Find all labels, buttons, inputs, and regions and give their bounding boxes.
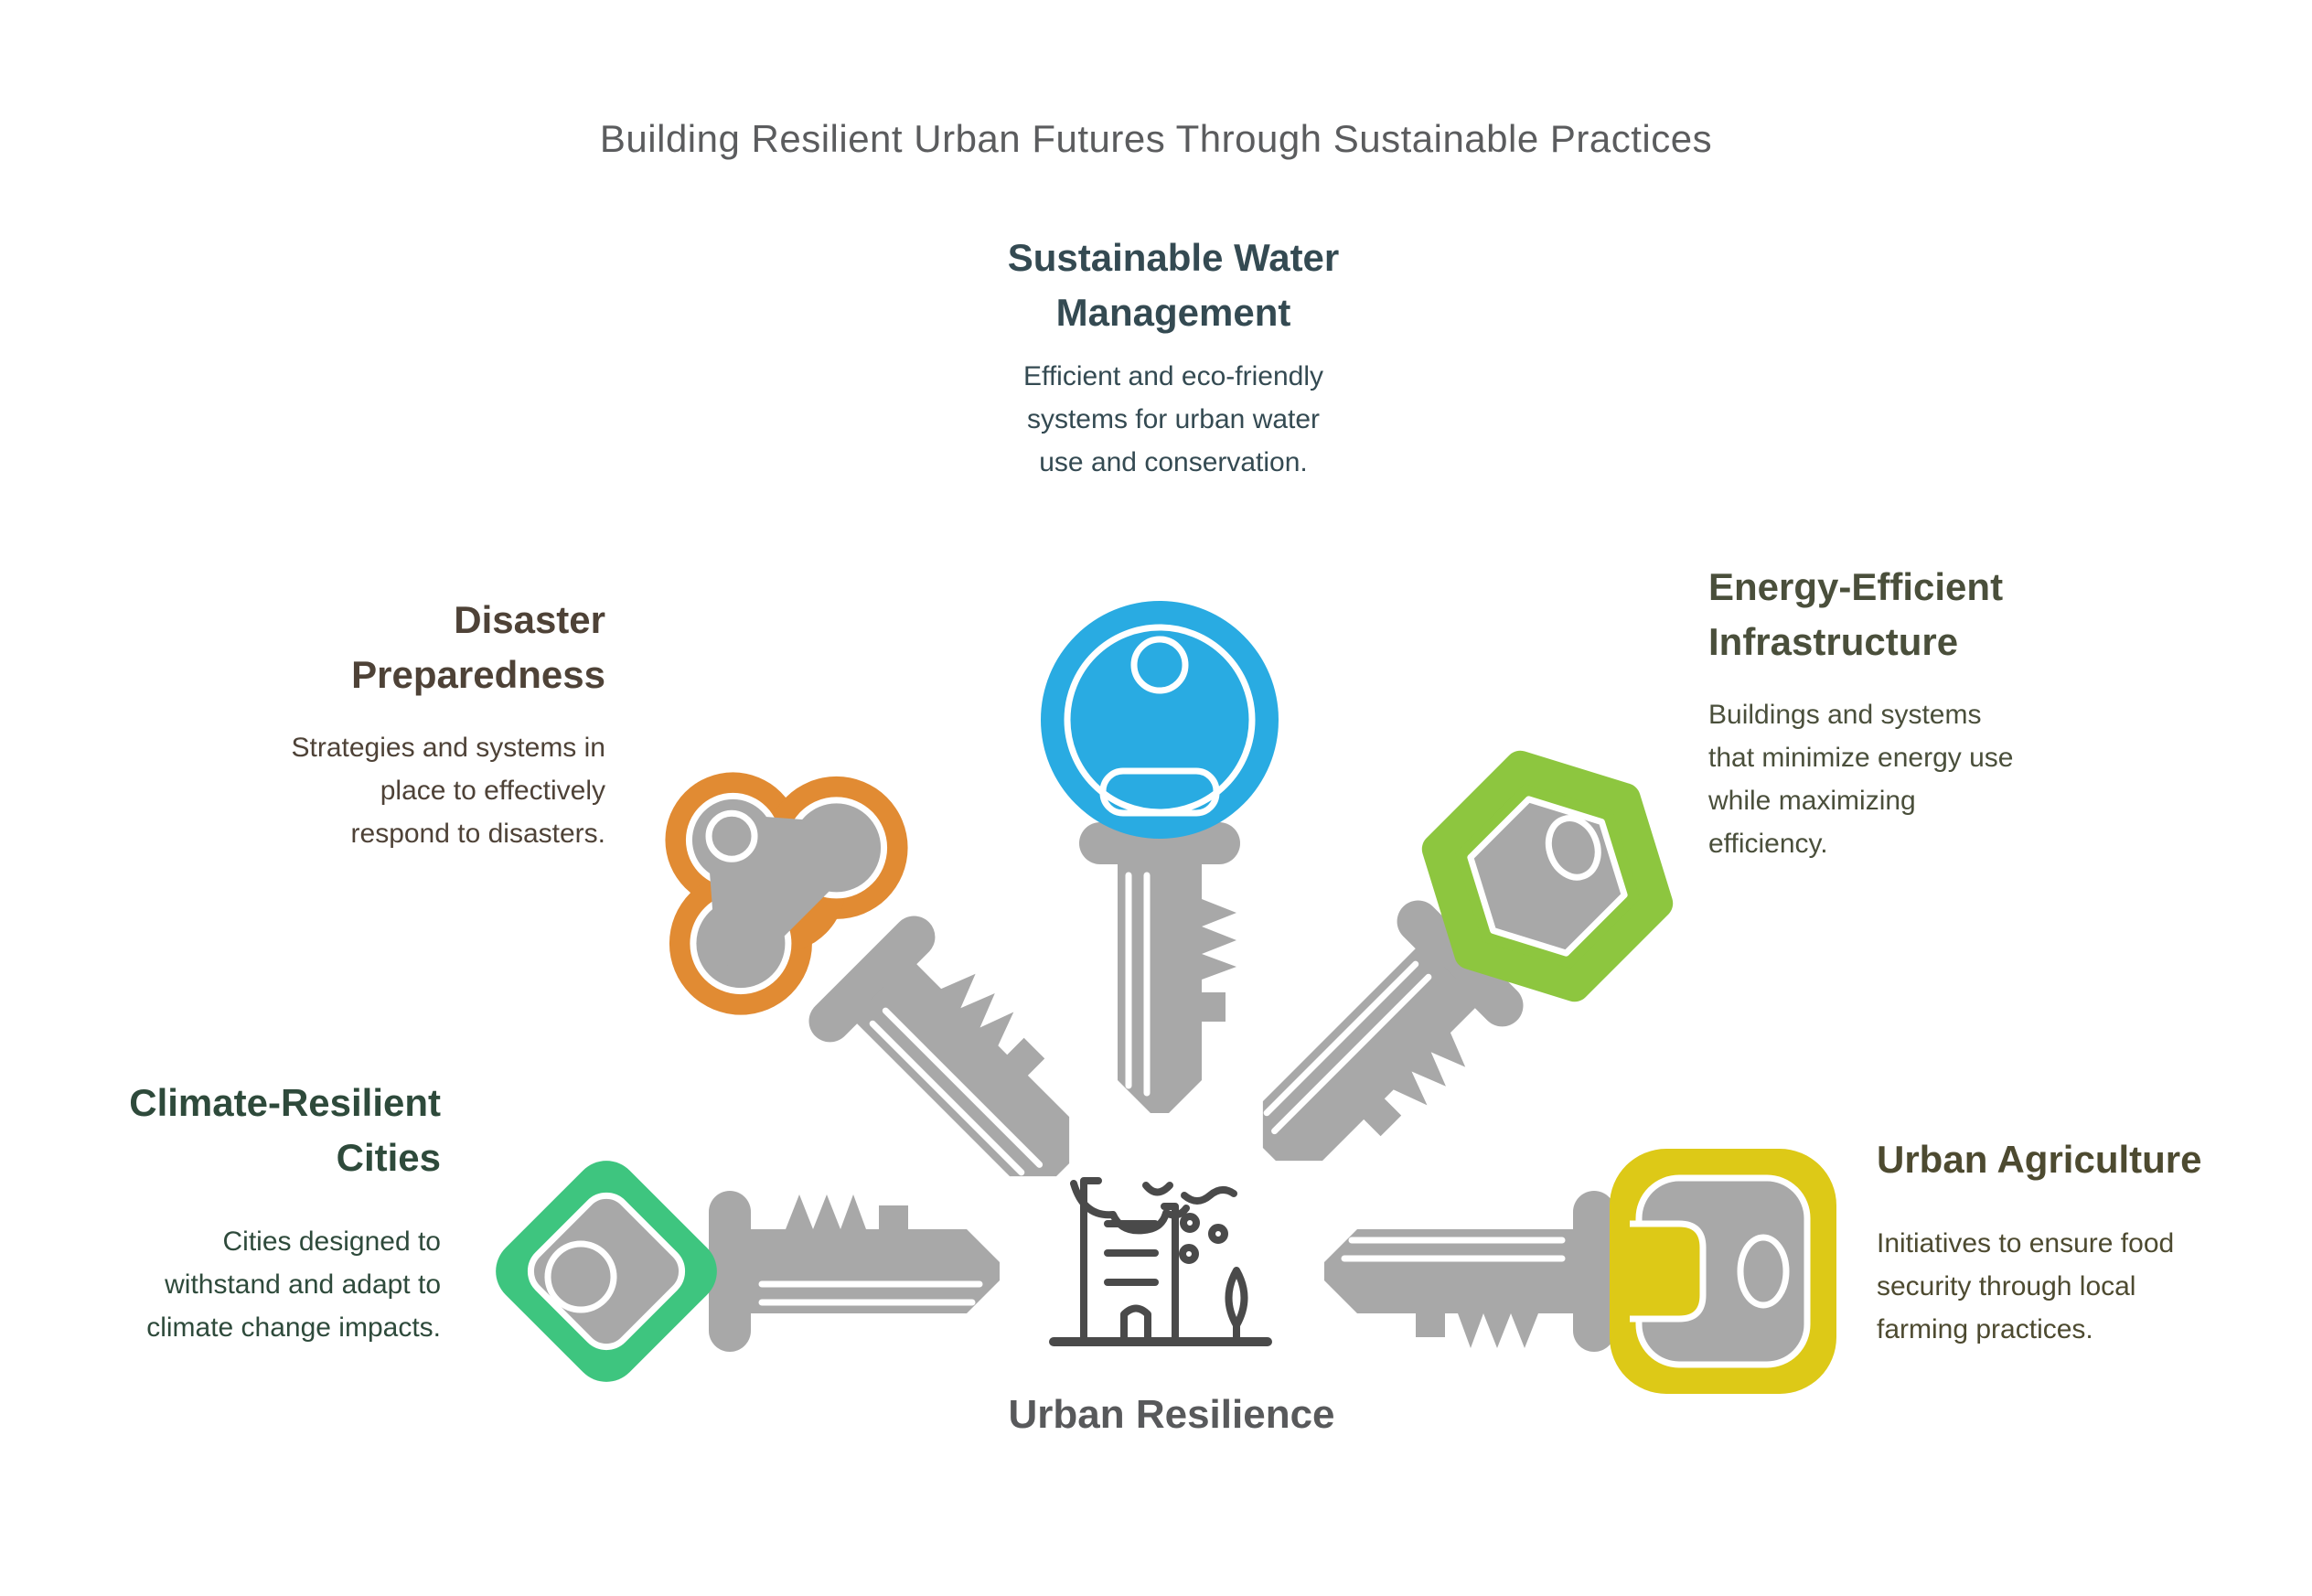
center-label: Urban Resilience bbox=[1008, 1392, 1335, 1437]
key-blade bbox=[1324, 1191, 1615, 1352]
key-hole bbox=[1545, 815, 1601, 881]
door-arch bbox=[1120, 1304, 1151, 1344]
key-blade bbox=[800, 907, 1119, 1226]
rain-drop bbox=[1179, 1244, 1199, 1264]
section-disaster: Disaster Preparedness Strategies and sys… bbox=[230, 593, 606, 855]
key-hole bbox=[544, 1240, 617, 1313]
key-head-inner bbox=[1467, 796, 1628, 957]
city-rain-icon bbox=[1049, 1177, 1272, 1346]
key-head-notch bbox=[1630, 1220, 1707, 1323]
building-right-wall bbox=[1161, 1203, 1179, 1344]
section-water: Sustainable Water Management Efficient a… bbox=[926, 230, 1420, 484]
climate-key-icon bbox=[496, 1161, 1000, 1382]
key-head bbox=[1041, 601, 1279, 839]
key-hole bbox=[1737, 1234, 1790, 1309]
section-agriculture-description: Initiatives to ensure food security thro… bbox=[1877, 1228, 2175, 1344]
section-climate-heading: Climate-Resilient Cities bbox=[129, 1081, 441, 1179]
section-water-heading: Sustainable Water Management bbox=[1007, 236, 1340, 334]
key-head-inner bbox=[685, 792, 888, 995]
section-energy-heading: Energy-Efficient Infrastructure bbox=[1708, 565, 2004, 663]
building-left-wall bbox=[1080, 1177, 1102, 1344]
section-climate: Climate-Resilient Cities Cities designed… bbox=[57, 1076, 441, 1349]
section-climate-description: Cities designed to withstand and adapt t… bbox=[146, 1226, 441, 1343]
section-energy-description: Buildings and systems that minimize ener… bbox=[1708, 700, 2014, 859]
energy-key-icon bbox=[1201, 750, 1674, 1223]
rain-drop bbox=[1208, 1224, 1228, 1244]
cloud-arc bbox=[1142, 1182, 1173, 1196]
agriculture-key-icon bbox=[1324, 1149, 1836, 1394]
section-disaster-description: Strategies and systems in place to effec… bbox=[291, 733, 606, 849]
disaster-key-icon bbox=[665, 772, 1161, 1269]
water-key-icon bbox=[1041, 601, 1279, 1113]
section-agriculture: Urban Agriculture Initiatives to ensure … bbox=[1877, 1132, 2270, 1351]
page-title: Building Resilient Urban Futures Through… bbox=[599, 117, 1713, 160]
key-head-notch bbox=[1099, 767, 1220, 817]
key-hole bbox=[705, 809, 758, 862]
key-blade bbox=[709, 1191, 1000, 1352]
key-hole bbox=[1130, 636, 1189, 694]
section-energy: Energy-Efficient Infrastructure Building… bbox=[1708, 560, 2074, 865]
cloud-right bbox=[1181, 1186, 1237, 1205]
section-water-description: Efficient and eco-friendly systems for u… bbox=[1023, 361, 1323, 477]
section-disaster-heading: Disaster Preparedness bbox=[351, 598, 605, 696]
section-agriculture-heading: Urban Agriculture bbox=[1877, 1138, 2202, 1181]
tree bbox=[1225, 1267, 1248, 1329]
rain-drop bbox=[1180, 1213, 1200, 1233]
key-blade bbox=[1079, 822, 1240, 1113]
